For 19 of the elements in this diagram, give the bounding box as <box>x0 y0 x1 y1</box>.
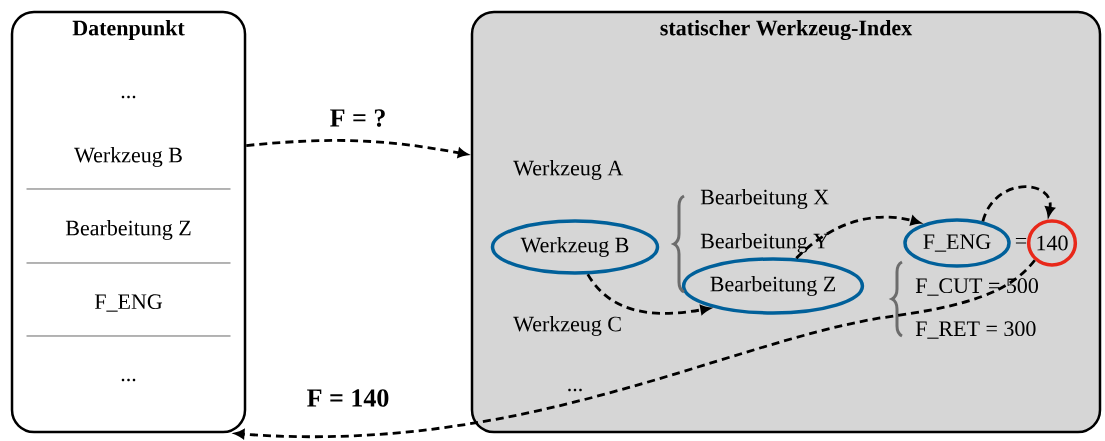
dashed-arrow <box>234 259 1036 439</box>
list-item: Bearbeitung X <box>700 189 829 209</box>
row-text: F_ENG <box>94 294 163 312</box>
edge-label: F = 140 <box>307 389 389 407</box>
list-item: Werkzeug A <box>513 160 624 180</box>
dashed-arrow <box>586 273 711 315</box>
equals-sign: = <box>1015 237 1027 244</box>
row-text: ... <box>121 95 136 99</box>
list-item: Werkzeug C <box>513 316 621 336</box>
dashed-arrow <box>981 185 1055 222</box>
row-text: ... <box>121 378 136 382</box>
list-item: F_CUT = 500 <box>915 278 1038 296</box>
list-item: ... <box>568 388 582 392</box>
dashed-arrow <box>246 139 468 158</box>
row-text: Werkzeug B <box>74 147 182 167</box>
row-text: Bearbeitung Z <box>65 220 191 240</box>
edge-label: F = ? <box>330 109 385 127</box>
list-item: F_RET = 300 <box>915 321 1036 339</box>
dashed-arrow <box>795 215 921 260</box>
